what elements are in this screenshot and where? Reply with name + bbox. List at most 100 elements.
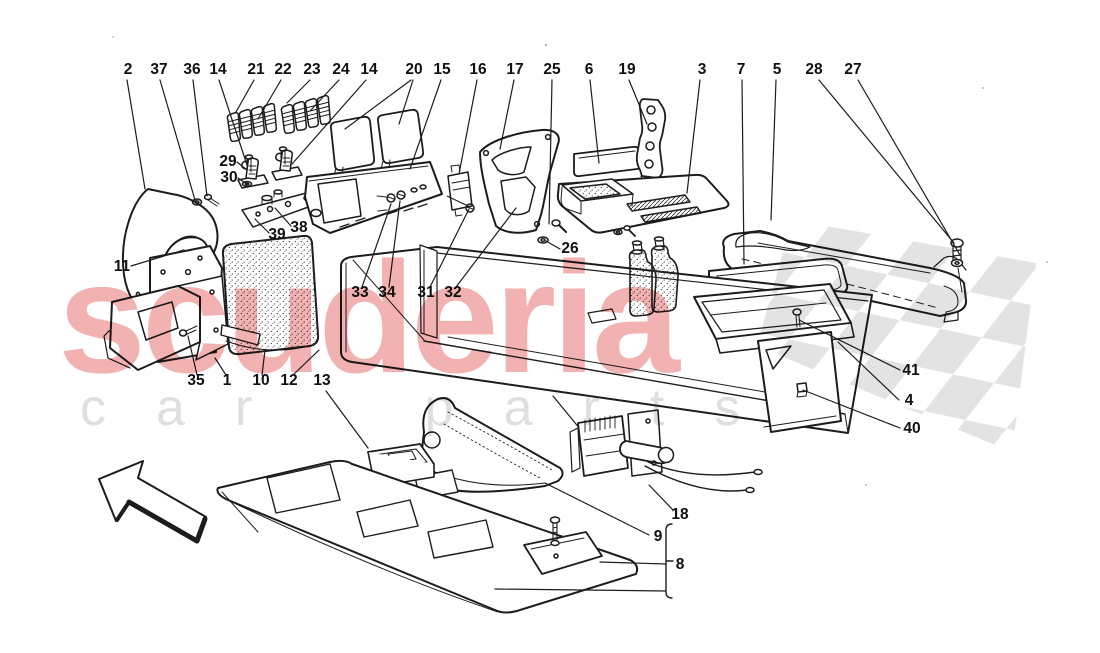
part-label-8: 8	[676, 556, 685, 573]
leader-line-32	[455, 207, 517, 288]
leader-line-20	[398, 79, 414, 125]
screws-36-37-drawing	[191, 193, 220, 207]
under-tray-drawing	[216, 459, 639, 614]
part-label-5: 5	[773, 61, 782, 78]
leader-line-19	[628, 79, 648, 125]
leader-line-1	[214, 357, 227, 376]
tray-3-drawing	[556, 173, 730, 234]
part-label-6: 6	[585, 61, 594, 78]
bracket-4-drawing	[757, 331, 842, 433]
bracket-8-arm	[494, 588, 667, 592]
leader-line-13	[325, 390, 369, 449]
panel-15-drawing	[304, 161, 443, 234]
leader-line-5	[770, 79, 777, 221]
part-label-16: 16	[469, 61, 487, 78]
leader-line-36	[192, 79, 208, 197]
part-label-2: 2	[124, 61, 133, 78]
leader-line-12	[292, 349, 320, 376]
part-label-38: 38	[290, 219, 308, 236]
leader-line-2	[126, 79, 146, 190]
plate-8-drawing	[523, 516, 603, 575]
part-label-23: 23	[303, 61, 321, 78]
bracket-8	[665, 523, 674, 599]
bracket-19-drawing	[635, 98, 667, 184]
leader-line-20	[344, 79, 412, 130]
part-label-3: 3	[698, 61, 707, 78]
part-label-27: 27	[844, 61, 861, 78]
part-label-15: 15	[433, 61, 451, 78]
part-label-37: 37	[150, 61, 167, 78]
leader-lines	[126, 79, 961, 599]
leader-line-3	[686, 79, 701, 194]
part-label-4: 4	[905, 392, 914, 409]
leader-line-7	[741, 79, 745, 265]
part-label-21: 21	[247, 61, 265, 78]
part-label-34: 34	[378, 284, 396, 301]
part-label-41: 41	[902, 362, 920, 379]
leader-line-30	[237, 177, 248, 185]
leader-line-6	[589, 79, 600, 164]
bracket-35-plate-1-drawing	[103, 275, 229, 371]
leader-line-28	[818, 79, 955, 244]
leader-line-14	[218, 79, 248, 166]
leader-line-37	[159, 79, 196, 201]
part-label-31: 31	[417, 284, 435, 301]
part-label-11: 11	[114, 258, 131, 275]
leader-line-39	[254, 218, 270, 234]
part-label-26: 26	[561, 240, 579, 257]
leader-line-31	[429, 208, 470, 288]
mat-6-drawing	[573, 145, 644, 178]
part-label-25: 25	[543, 61, 561, 78]
latch-14-right-drawing	[271, 146, 303, 181]
leader-line-11	[130, 249, 185, 267]
panel-17-drawing	[479, 128, 560, 234]
part-label-33: 33	[351, 284, 369, 301]
bottles-drawing	[628, 236, 679, 317]
part-label-7: 7	[737, 61, 746, 78]
clips-21-22-drawing	[226, 102, 279, 143]
leader-line-26	[545, 240, 561, 250]
part-label-9: 9	[654, 528, 663, 545]
part-label-13: 13	[313, 372, 331, 389]
part-label-12: 12	[280, 372, 297, 389]
pads-20-drawing	[329, 108, 425, 177]
leader-line-35	[187, 335, 198, 376]
leader-line-25	[548, 79, 553, 225]
part-label-29: 29	[219, 153, 237, 170]
leader-line-23	[286, 79, 311, 104]
bracket-8-arm	[599, 561, 667, 565]
leader-line-10	[261, 349, 266, 376]
part-label-17: 17	[506, 61, 523, 78]
leader-line-38	[274, 207, 292, 227]
leader-line-16	[458, 79, 478, 175]
part-label-32: 32	[444, 284, 461, 301]
hardware-25-26-drawing	[537, 219, 636, 244]
part-label-14: 14	[360, 61, 378, 78]
part-label-22: 22	[274, 61, 291, 78]
leader-line-33	[361, 203, 392, 288]
leader-line-21	[235, 79, 255, 113]
part-label-28: 28	[805, 61, 823, 78]
leader-line-15	[409, 79, 442, 170]
latch-14-left-drawing	[237, 154, 269, 189]
leader-line-34	[388, 200, 401, 288]
part-label-36: 36	[183, 61, 201, 78]
leader-line-18	[648, 484, 674, 511]
part-label-20: 20	[405, 61, 422, 78]
part-label-1: 1	[223, 372, 232, 389]
part-label-30: 30	[220, 169, 237, 186]
part-label-40: 40	[903, 420, 920, 437]
part-label-10: 10	[252, 372, 269, 389]
part-label-19: 19	[618, 61, 636, 78]
leader-line-27	[857, 79, 961, 256]
leader-line-29	[236, 161, 248, 171]
leader-line-24	[309, 79, 340, 112]
leader-line-17	[499, 79, 515, 150]
leader-line-9	[544, 482, 650, 536]
part-label-39: 39	[268, 226, 286, 243]
part-label-24: 24	[332, 61, 350, 78]
pad-10-drawing	[220, 234, 320, 356]
direction-arrow	[98, 460, 208, 544]
part-label-14: 14	[209, 61, 227, 78]
